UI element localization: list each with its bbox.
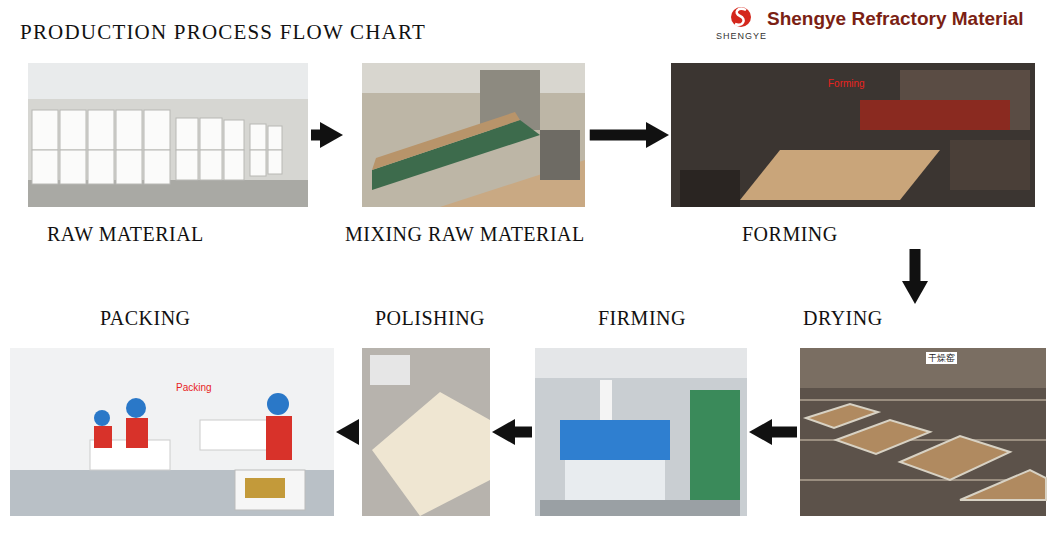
raw-material-photo	[28, 63, 308, 207]
process-step: DRYING 干燥窑	[800, 306, 1046, 516]
step-caption: PACKING	[100, 306, 191, 330]
photo-label: Packing	[176, 382, 212, 394]
brand-name: Shengye Refractory Material	[767, 8, 1024, 30]
step-caption: FIRMING	[598, 306, 686, 330]
step-caption: FORMING	[742, 222, 838, 246]
forming-photo	[671, 63, 1035, 207]
process-step: PACKING Packing	[10, 306, 334, 516]
step-caption: POLISHING	[375, 306, 485, 330]
firing-photo	[535, 348, 747, 516]
process-step: FIRMING	[535, 306, 747, 516]
flow-arrow	[511, 427, 532, 438]
logo-icon	[731, 7, 751, 27]
step-caption: MIXING RAW MATERIAL	[345, 222, 585, 246]
flow-arrow	[768, 427, 797, 438]
flow-arrow	[355, 427, 359, 438]
process-step: FORMING Forming	[671, 63, 1035, 246]
process-step: MIXING RAW MATERIAL	[345, 63, 587, 246]
step-caption: DRYING	[803, 306, 883, 330]
step-caption: RAW MATERIAL	[47, 222, 204, 246]
photo-label: 干燥窑	[926, 352, 957, 364]
flow-arrow	[590, 130, 650, 141]
flow-arrow	[910, 249, 921, 285]
packing-photo	[10, 348, 334, 516]
chart-title: PRODUCTION PROCESS FLOW CHART	[20, 20, 426, 45]
brand-mark: SHENGYE	[716, 31, 767, 41]
mixing-photo	[362, 63, 585, 207]
drying-photo	[800, 348, 1046, 516]
flow-arrow	[311, 130, 324, 141]
process-step: POLISHING	[362, 306, 490, 516]
process-step: RAW MATERIAL	[28, 63, 308, 246]
polishing-photo	[362, 348, 490, 516]
photo-label: Forming	[828, 78, 865, 90]
